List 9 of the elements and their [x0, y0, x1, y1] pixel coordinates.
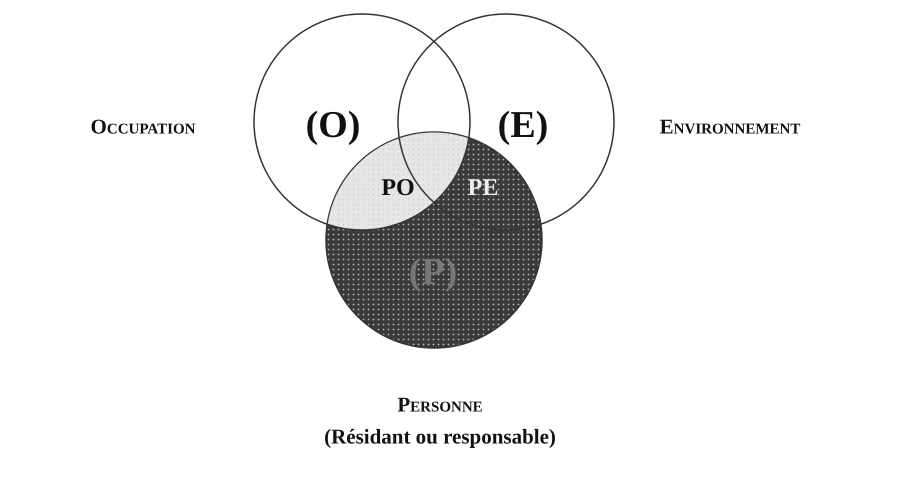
circle-label: (P) — [408, 253, 458, 291]
intersection-label: PE — [468, 176, 498, 200]
category-label: Personne — [397, 393, 483, 417]
circle-label: (O) — [306, 106, 360, 144]
category-label: Occupation — [90, 115, 196, 139]
category-label: (Résidant ou responsable) — [324, 425, 556, 449]
intersection-label: PO — [381, 176, 415, 200]
circle-label: (E) — [498, 106, 548, 144]
category-label: Environnement — [660, 115, 800, 139]
